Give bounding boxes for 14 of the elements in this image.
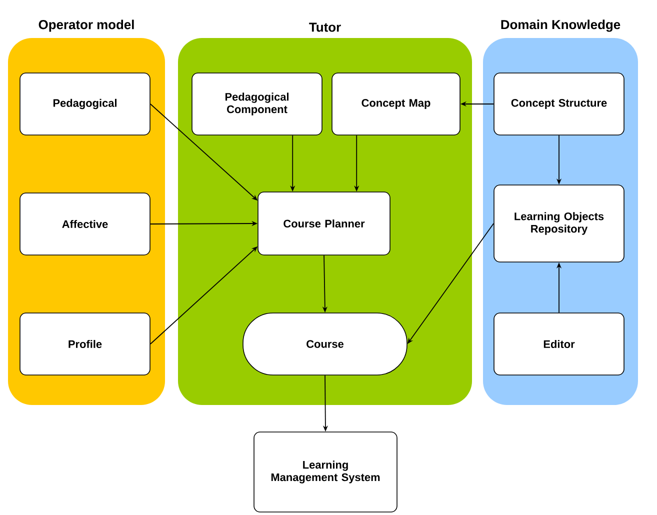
process-box: Learning Management System [254, 432, 398, 512]
group-heading: Operator model [38, 20, 134, 32]
process-box: Pedagogical Component [192, 72, 322, 136]
process-box: Editor [494, 312, 624, 376]
process-box: Profile [20, 312, 150, 376]
process-box: Concept Structure [494, 72, 624, 136]
process-box: Learning Objects Repository [494, 184, 624, 262]
group-heading: Domain Knowledge [501, 20, 620, 32]
process-box: Course Planner [258, 192, 390, 256]
course-box: Course [242, 312, 408, 376]
process-box: Concept Map [332, 72, 460, 136]
process-box: Affective [20, 192, 150, 256]
group-heading: Tutor [309, 22, 341, 32]
process-box: Pedagogical [20, 72, 150, 136]
